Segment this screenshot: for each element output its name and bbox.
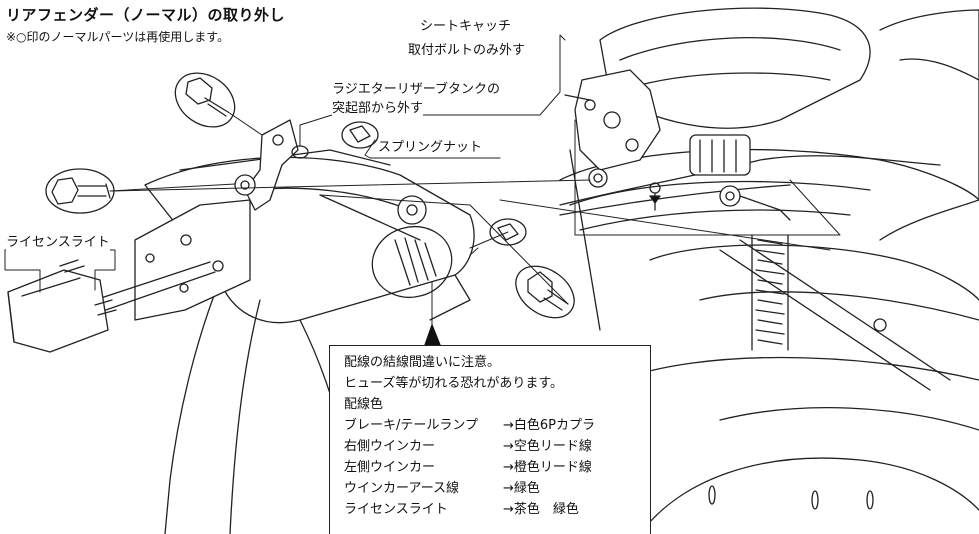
seat-catch-bracket-drawing [564,69,661,188]
label-seat-catch-note: 取付ボルトのみ外す [408,42,526,60]
fastener-arrow [649,195,661,204]
wiring-color: →橙色リード線 [503,460,592,475]
wiring-row: ブレーキ/テールランプ →白色6Pカプラ [344,415,650,436]
wiring-part: ブレーキ/テールランプ [344,418,478,433]
bolt-right-icon [515,265,575,319]
wiring-part: ウインカーアース線 [344,481,460,496]
license-light-drawing [7,259,117,353]
label-reservoir-line1: ラジエターリザーブタンクの [332,81,500,99]
wiring-bundle-drawing [319,194,453,299]
page-subtitle: ※○印のノーマルパーツは再使用します。 [6,30,230,44]
callout-pointer [424,324,441,346]
shock-spring-drawing [751,234,789,351]
wiring-colors-heading: 配線色 [344,397,384,412]
label-spring-nut: スプリングナット [378,139,483,157]
label-reservoir-line2: 突起部から外す [332,100,424,118]
spring-nut-left-icon [341,121,379,149]
wiring-color: →白色6Pカプラ [503,418,596,433]
label-seat-catch: シートキャッチ [420,18,512,36]
wiring-row: ライセンスライト →茶色 緑色 [344,499,650,520]
wiring-row: 左側ウインカー →橙色リード線 [344,457,650,478]
wiring-color: →茶色 緑色 [503,502,579,517]
wiring-part: 右側ウインカー [344,439,436,454]
wiring-row: 右側ウインカー →空色リード線 [344,436,650,457]
bolt-top-icon [174,72,236,128]
label-license-light: ライセンスライト [6,234,110,252]
wiring-part: ライセンスライト [344,502,448,517]
seat-drawing [599,7,871,129]
page-title: リアフェンダー（ノーマル）の取り外し [6,6,286,24]
wiring-color: →空色リード線 [503,439,592,454]
license-bracket-drawing [94,199,251,321]
wiring-warning-1: 配線の結線間違いに注意。 [344,355,501,370]
wiring-part: 左側ウインカー [344,460,436,475]
wiring-color: →緑色 [503,481,540,496]
leader-lines [4,34,841,346]
wiring-warning-2: ヒューズ等が切れる恐れがあります。 [344,376,564,391]
spring-nut-right-icon [489,218,527,246]
wiring-row: ウインカーアース線 →緑色 [344,478,650,499]
bolt-left-icon [45,168,115,214]
wiring-harness-drawing [559,134,941,221]
wiring-note-box: 配線の結線間違いに注意。 ヒューズ等が切れる恐れがあります。 配線色 ブレーキ/… [329,345,651,534]
